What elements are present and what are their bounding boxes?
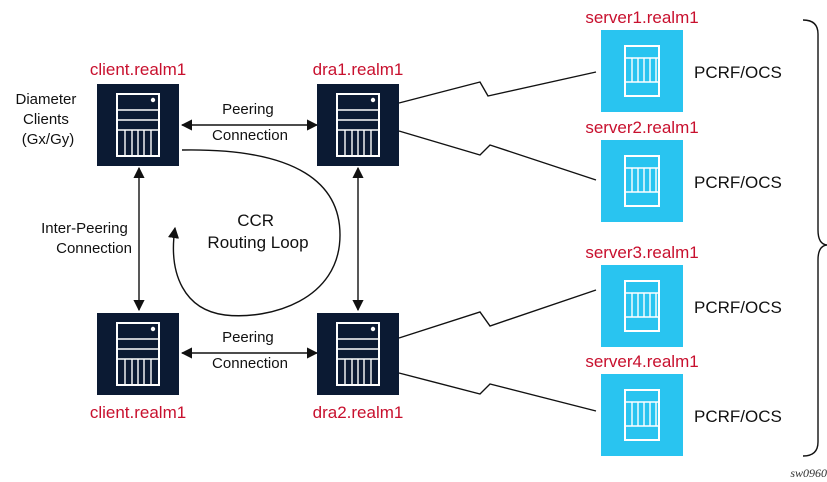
client-top-router-icon xyxy=(96,83,180,167)
dra2-router-icon xyxy=(316,312,400,396)
server3-server-icon xyxy=(600,264,684,348)
server3-role-label: PCRF/OCS xyxy=(694,298,782,317)
peering-bottom-label: Peering Connection xyxy=(212,329,288,372)
server-group-brace xyxy=(802,19,827,457)
link-dra2-server3 xyxy=(398,289,597,339)
peering-top-label: Peering Connection xyxy=(212,101,288,144)
server1-server-icon xyxy=(600,29,684,113)
server2-server-icon xyxy=(600,139,684,223)
ccr-routing-loop-label: CCR Routing Loop xyxy=(207,211,308,252)
server2-role-label: PCRF/OCS xyxy=(694,173,782,192)
dra1-label: dra1.realm1 xyxy=(313,60,404,79)
link-dra1-server1 xyxy=(398,71,597,104)
dra2-label: dra2.realm1 xyxy=(313,403,404,422)
figure-reference: sw0960 xyxy=(790,466,827,480)
client-bottom-label: client.realm1 xyxy=(90,403,186,422)
client-bottom-router-icon xyxy=(96,312,180,396)
link-dra1-server2 xyxy=(398,130,597,181)
dra1-router-icon xyxy=(316,83,400,167)
server-links xyxy=(398,71,597,412)
inter-peering-label: Inter-Peering Connection xyxy=(41,220,132,257)
server1-role-label: PCRF/OCS xyxy=(694,63,782,82)
server4-label: server4.realm1 xyxy=(585,352,698,371)
client-top-label: client.realm1 xyxy=(90,60,186,79)
server2-label: server2.realm1 xyxy=(585,118,698,137)
diameter-clients-label: Diameter Clients (Gx/Gy) xyxy=(15,91,80,148)
server4-role-label: PCRF/OCS xyxy=(694,407,782,426)
server1-label: server1.realm1 xyxy=(585,8,698,27)
ccr-routing-loop-arc xyxy=(167,149,341,317)
server3-label: server3.realm1 xyxy=(585,243,698,262)
server4-server-icon xyxy=(600,373,684,457)
link-dra2-server4 xyxy=(398,372,597,412)
